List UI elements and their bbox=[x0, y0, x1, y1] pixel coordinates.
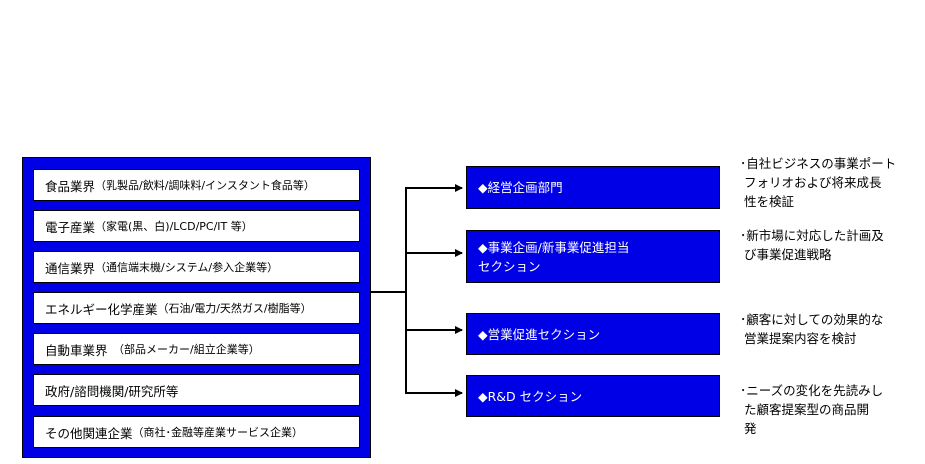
description-line: 性を検証 bbox=[740, 194, 794, 209]
description-line: ･自社ビジネスの事業ポート bbox=[740, 156, 897, 171]
industry-item-energy-chemical: エネルギー化学産業（石油/電力/天然ガス/樹脂等） bbox=[33, 292, 360, 324]
description-line: 発 bbox=[740, 421, 757, 436]
section-label: ◆経営企画部門 bbox=[478, 180, 563, 195]
description-line: び事業促進戦略 bbox=[740, 247, 832, 262]
industry-sub-label: （部品メーカー/組立企業等） bbox=[107, 343, 260, 356]
industry-sub-label: （石油/電力/天然ガス/樹脂等） bbox=[157, 302, 312, 315]
industry-item-government: 政府/諮問機関/研究所等 bbox=[33, 374, 360, 406]
section-business-planning: ◆事業企画/新事業促進担当 セクション bbox=[466, 230, 720, 283]
industry-sub-label: （商社･金融等産業サービス企業） bbox=[132, 426, 304, 439]
section-sales-promotion: ◆営業促進セクション bbox=[466, 313, 720, 355]
description-rnd: ･ニーズの変化を先読みし た顧客提案型の商品開 発 bbox=[740, 381, 920, 438]
industry-item-other: その他関連企業（商社･金融等産業サービス企業） bbox=[33, 416, 360, 448]
section-label-line2: セクション bbox=[478, 258, 541, 274]
industry-item-automotive: 自動車業界 （部品メーカー/組立企業等） bbox=[33, 333, 360, 365]
industry-main-label: 政府/諮問機関/研究所等 bbox=[45, 383, 179, 399]
description-management: ･自社ビジネスの事業ポート フォリオおよび将来成長 性を検証 bbox=[740, 154, 920, 211]
description-line: ･新市場に対応した計画及 bbox=[740, 228, 884, 243]
industry-main-label: 食品業界 bbox=[45, 178, 96, 194]
industry-main-label: 通信業界 bbox=[45, 260, 96, 276]
industry-item-telecom: 通信業界（通信端末機/システム/参入企業等） bbox=[33, 251, 360, 283]
description-line: 営業提案内容を検討 bbox=[740, 331, 857, 346]
industry-panel: 食品業界（乳製品/飲料/調味料/インスタント食品等） 電子産業（家電(黒、白)/… bbox=[22, 157, 371, 458]
industry-item-food: 食品業界（乳製品/飲料/調味料/インスタント食品等） bbox=[33, 169, 360, 201]
section-rnd: ◆R&D セクション bbox=[466, 375, 720, 417]
description-line: ･顧客に対しての効果的な bbox=[740, 312, 884, 327]
description-line: フォリオおよび将来成長 bbox=[740, 175, 882, 190]
industry-item-electronics: 電子産業（家電(黒、白)/LCD/PC/IT 等） bbox=[33, 210, 360, 242]
section-label: ◆営業促進セクション bbox=[478, 326, 601, 342]
description-sales: ･顧客に対しての効果的な 営業提案内容を検討 bbox=[740, 310, 920, 348]
industry-sub-label: （通信端末機/システム/参入企業等） bbox=[95, 261, 279, 274]
industry-main-label: 電子産業 bbox=[45, 219, 96, 235]
description-business-planning: ･新市場に対応した計画及 び事業促進戦略 bbox=[740, 226, 920, 264]
industry-sub-label: （家電(黒、白)/LCD/PC/IT 等） bbox=[95, 220, 253, 233]
description-line: た顧客提案型の商品開 bbox=[740, 402, 869, 417]
industry-sub-label: （乳製品/飲料/調味料/インスタント食品等） bbox=[95, 179, 315, 192]
industry-main-label: エネルギー化学産業 bbox=[45, 301, 158, 317]
industry-main-label: その他関連企業 bbox=[45, 425, 133, 441]
section-label: ◆事業企画/新事業促進担当 bbox=[478, 239, 630, 255]
industry-main-label: 自動車業界 bbox=[45, 342, 108, 358]
section-label: ◆R&D セクション bbox=[478, 388, 583, 404]
section-management-planning: ◆経営企画部門 bbox=[466, 166, 720, 209]
description-line: ･ニーズの変化を先読みし bbox=[740, 383, 884, 398]
